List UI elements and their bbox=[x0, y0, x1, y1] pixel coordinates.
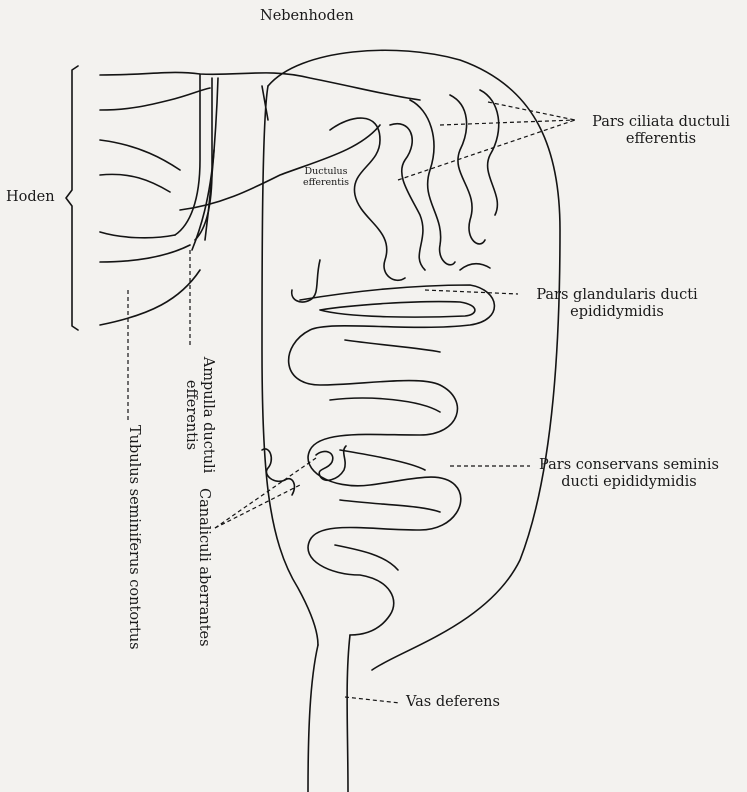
label-tubulus: Tubulus seminiferus contortus bbox=[125, 425, 142, 650]
label-nebenhoden: Nebenhoden bbox=[260, 8, 354, 25]
vas-deferens-tube bbox=[308, 635, 350, 792]
label-vas-deferens: Vas deferens bbox=[406, 694, 500, 711]
hoden-bracket bbox=[66, 66, 78, 330]
ductuli-efferentes bbox=[100, 72, 420, 325]
label-ampulla: Ampulla ductuli efferentis bbox=[182, 350, 216, 480]
canaliculi-coil bbox=[262, 446, 346, 495]
label-pars-glandularis-line2: epididymidis bbox=[522, 304, 712, 321]
label-pars-conservans: Pars conservans seminis ducti epididymid… bbox=[534, 457, 724, 491]
label-hoden: Hoden bbox=[6, 189, 55, 206]
label-pars-conservans-line2: ducti epididymidis bbox=[534, 474, 724, 491]
label-pars-ciliata: Pars ciliata ductuli efferentis bbox=[576, 114, 746, 148]
epididymis-outline bbox=[262, 50, 560, 670]
label-pars-conservans-line1: Pars conservans seminis bbox=[534, 457, 724, 474]
label-ductulus-line2: efferentis bbox=[286, 177, 366, 188]
label-pars-ciliata-line2: efferentis bbox=[576, 131, 746, 148]
label-ductulus-line1: Ductulus bbox=[286, 166, 366, 177]
ductus-epididymidis-coils bbox=[289, 260, 495, 635]
label-pars-ciliata-line1: Pars ciliata ductuli bbox=[576, 114, 746, 131]
label-pars-glandularis-line1: Pars glandularis ducti bbox=[522, 287, 712, 304]
label-ductulus: Ductulus efferentis bbox=[286, 166, 366, 188]
label-ampulla-line1: Ampulla ductuli bbox=[199, 350, 216, 480]
label-ampulla-line2: efferentis bbox=[182, 350, 199, 480]
label-pars-glandularis: Pars glandularis ducti epididymidis bbox=[522, 287, 712, 321]
label-canaliculi: Canaliculi aberrantes bbox=[195, 488, 212, 647]
